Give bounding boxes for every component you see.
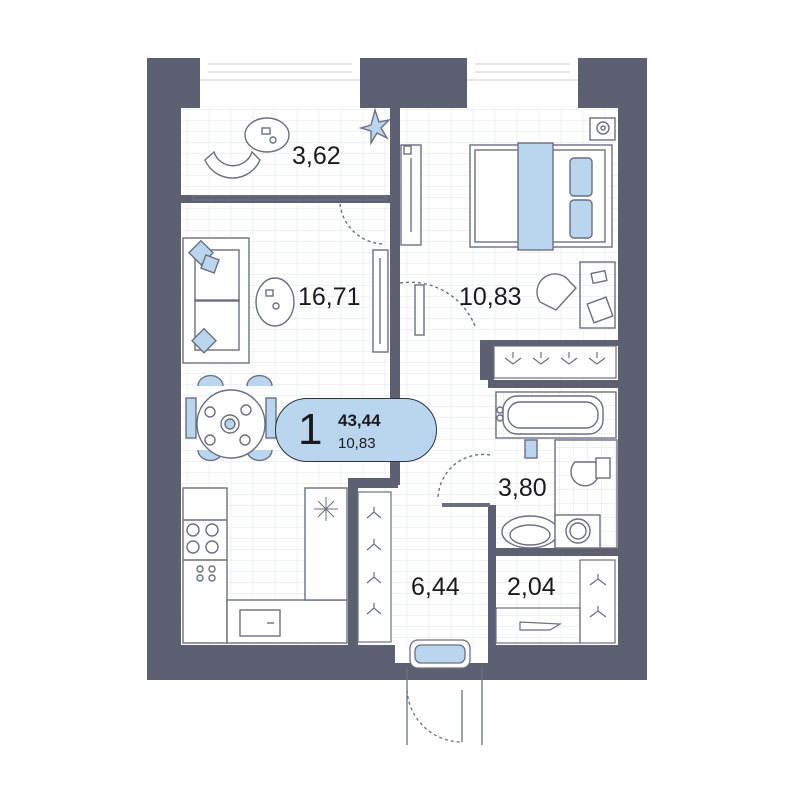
area-label-hallway: 6,44 bbox=[411, 573, 460, 601]
living-area: 10,83 bbox=[338, 435, 376, 452]
bedroom-furniture bbox=[399, 117, 616, 336]
hallway-wardrobe bbox=[357, 491, 392, 643]
area-label-balcony: 3,62 bbox=[292, 142, 341, 170]
room-count: 1 bbox=[298, 405, 323, 454]
storage-room-fixtures bbox=[495, 559, 616, 644]
bedroom-wardrobe bbox=[493, 345, 617, 379]
dining-table bbox=[185, 374, 277, 462]
area-label-living-room: 16,71 bbox=[298, 283, 361, 311]
area-label-storage: 2,04 bbox=[507, 573, 556, 601]
area-label-bathroom: 3,80 bbox=[498, 474, 547, 502]
windows bbox=[200, 58, 578, 108]
balcony-furniture bbox=[192, 107, 392, 245]
bathroom-fixtures bbox=[437, 391, 618, 549]
area-label-bedroom: 10,83 bbox=[459, 283, 522, 311]
living-furniture bbox=[182, 144, 422, 364]
entrance-door bbox=[406, 639, 483, 745]
apartment-summary-badge: 1 43,44 10,83 bbox=[275, 398, 437, 462]
kitchen bbox=[182, 487, 348, 644]
total-area: 43,44 bbox=[338, 411, 381, 430]
